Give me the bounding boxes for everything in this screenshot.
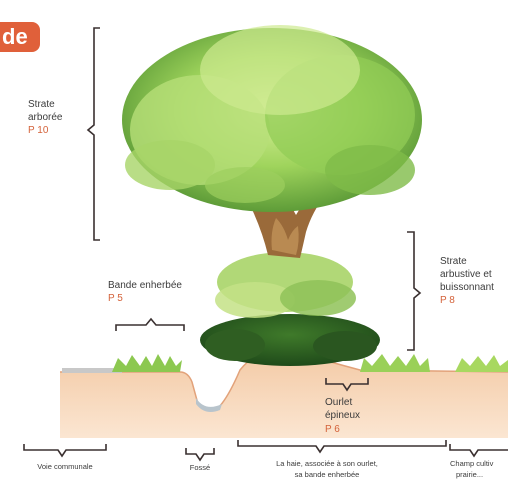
bracket-haie xyxy=(238,440,446,452)
grass-field xyxy=(455,355,508,372)
page-ref-bande-enherbee: P 5 xyxy=(108,292,123,305)
label-fosse: Fossé xyxy=(180,463,220,473)
label-strate-arboree-line2: arborée xyxy=(28,111,62,124)
label-strate-arboree-line1: Strate xyxy=(28,98,55,111)
page-ref-ourlet: P 6 xyxy=(325,423,340,436)
bracket-strate-arbustive xyxy=(407,232,420,350)
bracket-champ xyxy=(450,444,508,456)
section-tag: de xyxy=(0,22,40,52)
label-haie-line2: sa bande enherbée xyxy=(262,470,392,480)
bracket-strate-arboree xyxy=(88,28,100,240)
page-ref-strate-arboree: P 10 xyxy=(28,124,48,137)
bracket-bande-enherbee xyxy=(116,319,184,331)
label-strate-arbustive-line3: buissonnant xyxy=(440,281,494,294)
bracket-voie xyxy=(24,444,106,456)
label-voie-communale: Voie communale xyxy=(20,462,110,472)
label-bande-enherbee: Bande enherbée xyxy=(108,279,182,292)
label-ourlet-line1: Ourlet xyxy=(325,396,352,409)
bracket-fosse xyxy=(186,448,214,460)
label-strate-arbustive-line1: Strate xyxy=(440,255,467,268)
label-ourlet-line2: épineux xyxy=(325,409,360,422)
page-ref-strate-arbustive: P 8 xyxy=(440,294,455,307)
label-champ-line1: Champ cultiv xyxy=(450,459,508,469)
grass-strip xyxy=(112,354,182,372)
label-strate-arbustive-line2: arbustive et xyxy=(440,268,492,281)
label-champ-line2: prairie... xyxy=(456,470,508,480)
grass-right xyxy=(360,354,430,372)
label-haie-line1: La haie, associée à son ourlet, xyxy=(262,459,392,469)
